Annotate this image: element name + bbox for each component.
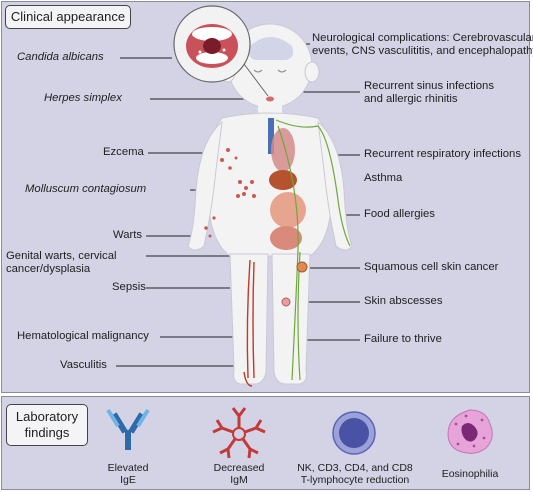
lymphocyte-icon [332, 411, 376, 455]
blood-vessels [243, 259, 255, 387]
lab-ige-line2: IgE [120, 474, 136, 486]
lab-eosinophilia-label: Eosinophilia [430, 468, 510, 480]
label-neuro-line2: events, CNS vasculititis, and encephalop… [312, 45, 533, 57]
label-candida: Candida albicans [17, 51, 104, 63]
ige-antibody-icon [106, 408, 150, 450]
lab-igm-label: Decreased IgM [206, 462, 272, 486]
eosinophil-icon [447, 409, 493, 454]
label-herpes: Herpes simplex [44, 92, 122, 104]
clinical-appearance-heading: Clinical appearance [5, 5, 131, 29]
label-neuro-line1: Neurological complications: Cerebrovascu… [312, 32, 533, 44]
lab-ige-line1: Elevated [107, 462, 149, 474]
label-hematological: Hematological malignancy [17, 330, 149, 342]
lab-lymphocyte-label: NK, CD3, CD4, and CD8 T-lymphocyte reduc… [290, 462, 420, 486]
internal-organs [268, 118, 306, 250]
label-asthma: Asthma [364, 172, 403, 184]
mouth-inset [173, 5, 251, 83]
skin-lesions [204, 148, 256, 238]
label-genital-warts: Genital warts, cervical cancer/dysplasia [6, 250, 117, 276]
label-sinus: Recurrent sinus infections and allergic … [364, 80, 494, 106]
label-sinus-line1: Recurrent sinus infections [364, 80, 494, 92]
lab-igm-line2: IgM [230, 474, 248, 486]
lab-igm-line1: Decreased [213, 462, 265, 474]
label-sepsis: Sepsis [112, 281, 146, 293]
label-respiratory: Recurrent respiratory infections [364, 148, 521, 160]
squamous-lesion [296, 261, 308, 273]
lab-eos-line1: Eosinophilia [441, 468, 499, 480]
label-eczema: Ezcema [103, 146, 144, 158]
lab-ige-label: Elevated IgE [98, 462, 158, 486]
label-neurological: Neurological complications: Cerebrovascu… [312, 32, 533, 58]
laboratory-findings-heading: Laboratory findings [6, 404, 88, 446]
laboratory-title-line2: findings [24, 425, 70, 440]
label-failure-to-thrive: Failure to thrive [364, 333, 442, 345]
label-abscesses: Skin abscesses [364, 295, 443, 307]
igm-pentamer-icon [212, 407, 266, 459]
laboratory-title-line1: Laboratory [15, 409, 79, 424]
label-sinus-line2: and allergic rhinitis [364, 93, 458, 105]
label-vasculitis: Vasculitis [60, 359, 107, 371]
label-squamous: Squamous cell skin cancer [364, 261, 499, 273]
label-genital-line2: cancer/dysplasia [6, 263, 91, 275]
clinical-appearance-title: Clinical appearance [10, 9, 126, 24]
label-genital-line1: Genital warts, cervical [6, 250, 117, 262]
label-warts: Warts [113, 229, 143, 241]
label-molluscum: Molluscum contagiosum [25, 183, 147, 195]
label-food-allergies: Food allergies [364, 208, 435, 220]
lab-lymph-line2: T-lymphocyte reduction [300, 474, 410, 486]
lab-lymph-line1: NK, CD3, CD4, and CD8 [297, 462, 413, 474]
laboratory-panel [1, 396, 530, 490]
abscess-lesion [281, 297, 291, 307]
